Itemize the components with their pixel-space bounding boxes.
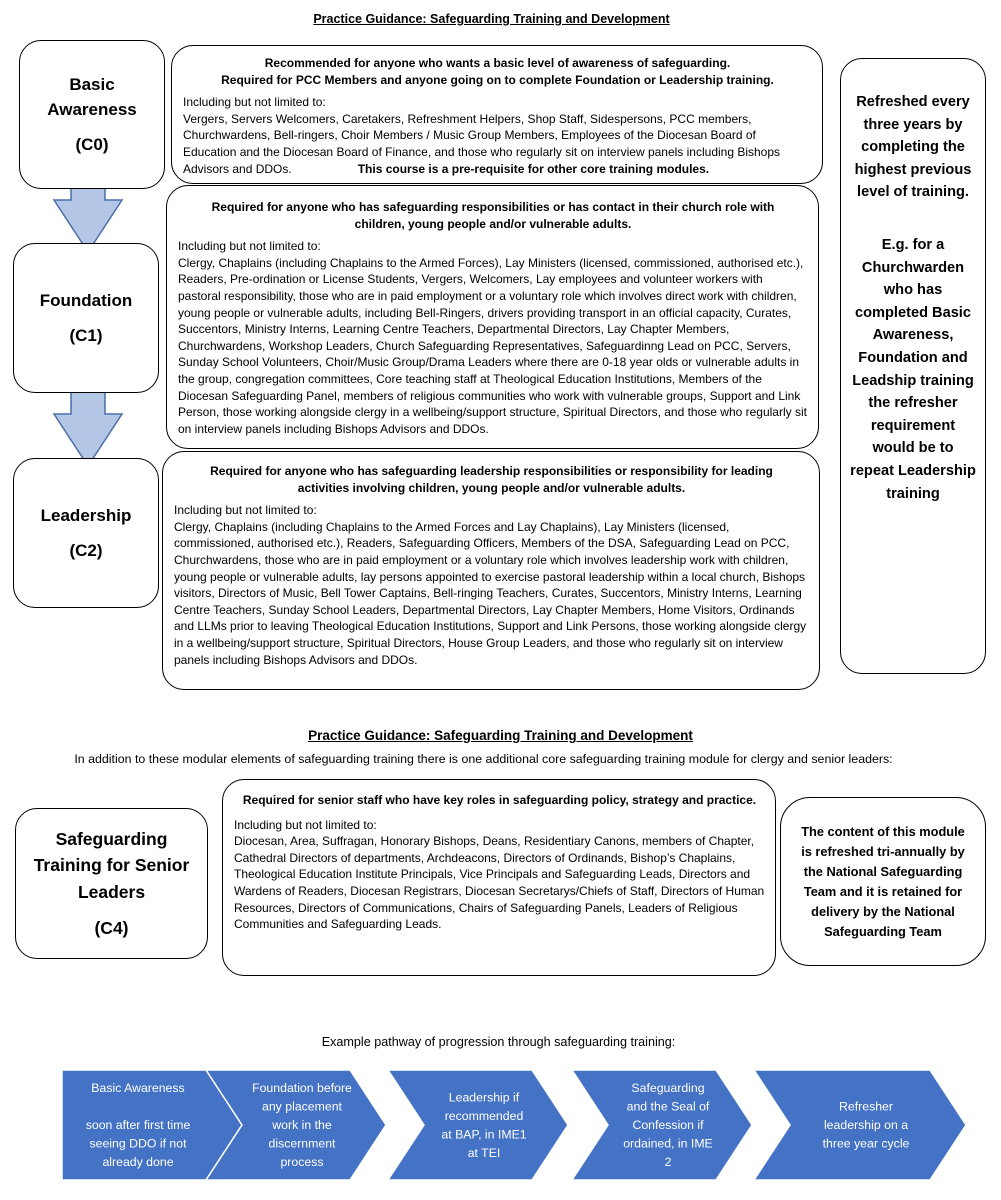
description-box-leadership: Required for anyone who has safeguarding… <box>162 451 820 690</box>
pathway-step-text: soon after first time <box>86 1118 191 1132</box>
roles-intro: Including but not limited to: <box>174 503 317 518</box>
pathway-chevron <box>752 1069 967 1181</box>
roles-intro: Including but not limited to: <box>183 95 326 110</box>
pathway-step: Basic Awareness soon after first time seei… <box>61 1069 243 1181</box>
pathway-step-text: Confession if <box>632 1118 704 1132</box>
requirement-header: Recommended for anyone who wants a basic… <box>264 56 731 70</box>
pathway-chevron <box>570 1069 753 1181</box>
roles-list: Vergers, Servers Welcomers, Caretakers, … <box>183 111 781 176</box>
pathway-step-text: Basic Awareness <box>91 1081 184 1095</box>
pathway-step-text: leadership on a <box>824 1118 908 1132</box>
requirement-header: Required for senior staff who have key r… <box>242 793 757 807</box>
level-name: Foundation <box>39 291 133 310</box>
section-title: Practice Guidance: Safeguarding Training… <box>308 728 693 743</box>
page-title: Practice Guidance: Safeguarding Training… <box>313 12 670 26</box>
roles-list: Diocesan, Area, Suffragan, Honorary Bish… <box>234 834 765 932</box>
pathway-step-text: seeing DDO if not <box>89 1137 187 1151</box>
pathway-step-text: process <box>280 1155 323 1169</box>
pathway-step-text: ordained, in IME <box>623 1137 713 1151</box>
roles-list: Clergy, Chaplains (including Chaplains t… <box>174 519 807 667</box>
refresher-note-box: Refreshed every three years by completin… <box>840 58 986 674</box>
roles-intro: Including but not limited to: <box>234 817 377 832</box>
pathway-diagram: Basic Awareness soon after first time seei… <box>61 1069 967 1181</box>
pathway-step-text: Leadership if <box>449 1090 520 1104</box>
description-box-basic-awareness: Recommended for anyone who wants a basic… <box>171 45 823 184</box>
pathway-step: Leadership if recommended at BAP, in IME1 a… <box>386 1069 569 1181</box>
refresher-example: E.g. for a Churchwarden who has complete… <box>850 236 976 502</box>
level-box-senior-leaders: Safeguarding Training for Senior Leaders… <box>15 808 208 959</box>
level-box-basic-awareness: Basic Awareness (C0) <box>19 40 165 189</box>
description-box-foundation: Required for anyone who has safeguarding… <box>166 185 819 449</box>
pathway-step-text: already done <box>102 1155 173 1169</box>
pathway-chevron <box>386 1069 569 1181</box>
pathway-step-text: 2 <box>665 1155 672 1169</box>
requirement-header: Required for anyone who has safeguarding… <box>211 200 775 231</box>
pathway-step-text: discernment <box>269 1137 337 1151</box>
pathway-step: Refresher leadership on a three year cycle <box>752 1069 967 1181</box>
pathway-chevron <box>204 1069 387 1181</box>
pathway-step-text: work in the <box>271 1118 332 1132</box>
level-code: (C2) <box>69 541 103 560</box>
roles-list: Clergy, Chaplains (including Chaplains t… <box>178 255 807 436</box>
level-box-leadership: Leadership (C2) <box>13 458 159 608</box>
section-intro: In addition to these modular elements of… <box>74 752 893 766</box>
pathway-step-text: at TEI <box>468 1146 501 1160</box>
requirement-header: Required for PCC Members and anyone goin… <box>221 72 774 87</box>
prerequisite-note: This course is a pre-requisite for other… <box>357 161 710 176</box>
pathway-step-text: at BAP, in IME1 <box>441 1127 526 1141</box>
level-name: Basic <box>69 75 115 94</box>
level-code: (C0) <box>75 135 109 154</box>
pathway-step: Foundation before any placement work in th… <box>204 1069 387 1181</box>
pathway-step-text: and the Seal of <box>627 1100 710 1114</box>
level-code: (C1) <box>69 326 103 345</box>
pathway-step-text: recommended <box>445 1109 524 1123</box>
description-box-senior-leaders: Required for senior staff who have key r… <box>222 779 776 976</box>
c4-refresh-note-box: The content of this module is refreshed … <box>780 797 986 966</box>
pathway-step-text: Foundation before <box>252 1081 352 1095</box>
level-box-foundation: Foundation (C1) <box>13 243 159 393</box>
refresher-rule: Refreshed every three years by completin… <box>854 94 972 201</box>
level-name: Safeguarding Training for Senior Leaders <box>33 828 190 902</box>
c4-refresh-note: The content of this module is refreshed … <box>801 823 965 939</box>
pathway-step: Safeguarding and the Seal of Confession if… <box>570 1069 753 1181</box>
requirement-header: Required for anyone who has safeguarding… <box>210 464 773 495</box>
pathway-step-text: any placement <box>262 1100 343 1114</box>
level-name: Awareness <box>47 100 137 119</box>
level-name: Leadership <box>40 506 132 525</box>
level-code: (C4) <box>94 918 129 938</box>
pathway-step-text: three year cycle <box>823 1137 910 1151</box>
pathway-label: Example pathway of progression through s… <box>321 1035 676 1049</box>
pathway-step-text: Safeguarding <box>631 1081 704 1095</box>
pathway-step-text: Refresher <box>839 1100 893 1114</box>
roles-intro: Including but not limited to: <box>178 239 321 254</box>
